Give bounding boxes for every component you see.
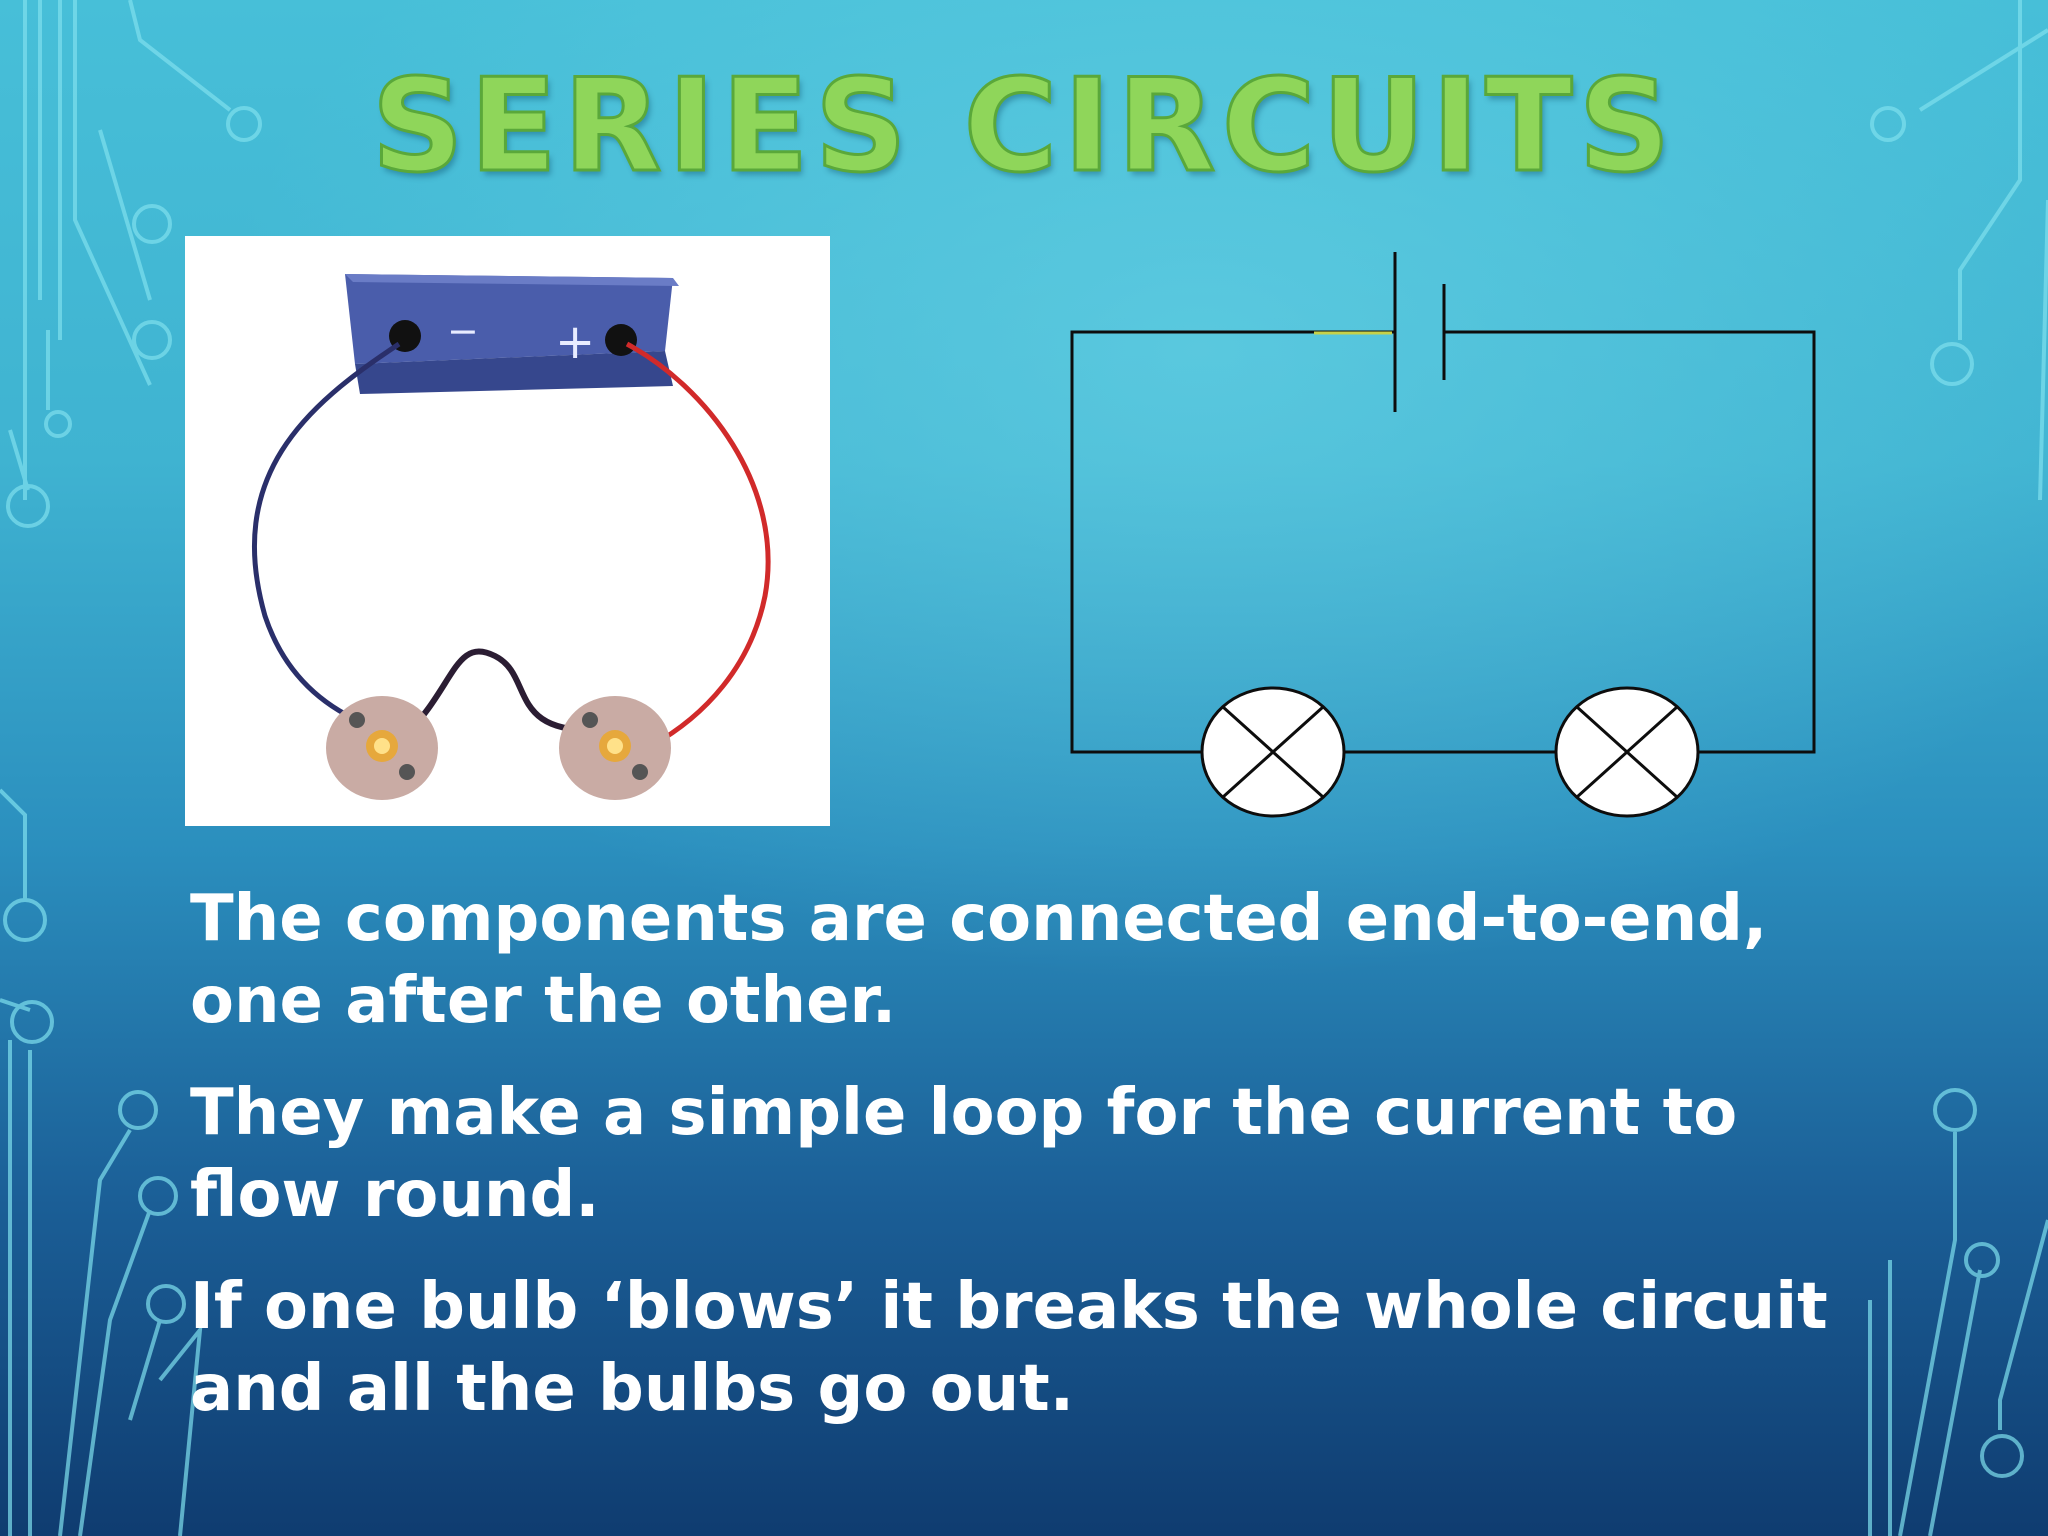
series-circuit-schematic [1060,240,1840,830]
wire-left [1070,330,1395,754]
battery-bulbs-photo: − + [185,236,830,826]
battery-plus-label: + [555,314,595,370]
bullet-item: If one bulb ‘blows’ it breaks the whole … [190,1270,1828,1426]
lamp-symbol [1200,686,1346,818]
battery-minus-label: − [447,309,479,353]
battery [345,274,679,394]
negative-wire [252,341,401,725]
bulb-holder-right [559,696,671,800]
link-wire [402,648,606,739]
bulb-holder-left [326,696,438,800]
bullet-item: They make a simple loop for the current … [190,1076,1738,1232]
bullet-item: The components are connected end-to-end,… [190,882,1768,1038]
lamp-symbol [1554,686,1700,818]
bullet-list: The components are connected end-to-end,… [190,878,1830,1460]
positive-wire [625,341,771,749]
page-title: SERIES CIRCUITS [370,51,1677,203]
wire-right [1444,330,1816,754]
battery-photo: − + [252,274,771,800]
